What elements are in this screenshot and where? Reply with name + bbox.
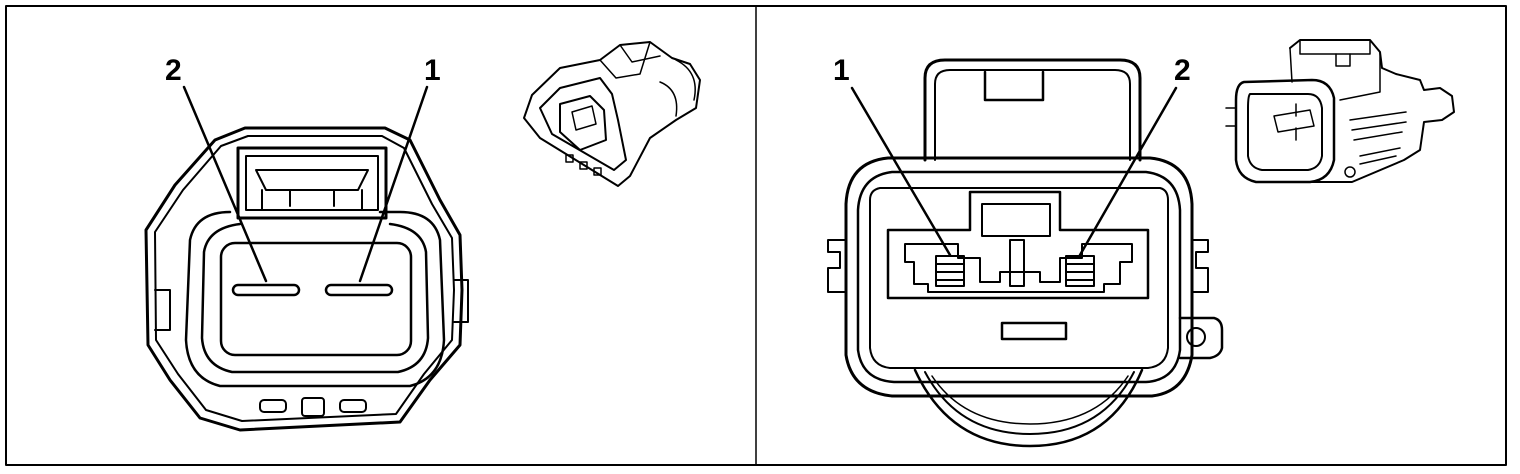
terminal-left-pin-1 <box>324 283 394 297</box>
leader-line-right-1 <box>850 86 952 257</box>
terminal-right-pin-1 <box>935 255 965 287</box>
left-connector-thumbnail <box>523 41 701 187</box>
terminal-left-pin-2 <box>231 283 301 297</box>
leader-line-right-2 <box>1078 86 1178 257</box>
pin-label-left-1: 1 <box>424 54 441 87</box>
leader-line-left-2 <box>182 85 268 283</box>
terminal-right-pin-2 <box>1065 255 1095 287</box>
pin-label-right-1: 1 <box>833 54 850 87</box>
pin-label-left-2: 2 <box>165 54 182 87</box>
right-connector-thumbnail <box>1225 39 1455 184</box>
left-connector-face <box>144 85 469 432</box>
leader-line-left-1 <box>358 85 429 283</box>
right-connector-face <box>827 58 1224 448</box>
pin-label-right-2: 2 <box>1174 54 1191 87</box>
